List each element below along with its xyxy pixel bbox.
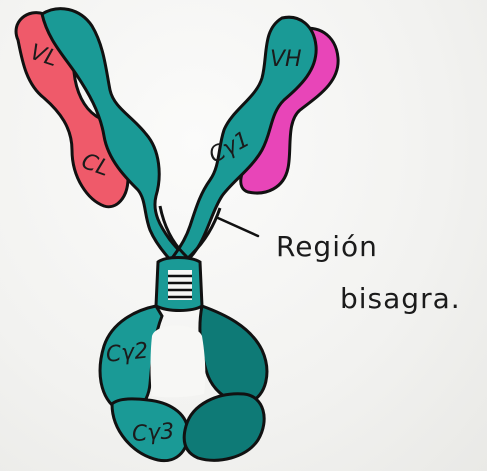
heavy-chain-left: [42, 9, 192, 268]
fc-inner-gap: [151, 326, 206, 398]
hinge-pointer-line: [218, 218, 258, 236]
fc-domain-cy3-right: [184, 394, 264, 460]
annotation-line-1: Región: [276, 230, 378, 263]
label-cy3: Cγ3: [131, 419, 175, 447]
hinge-gap: [168, 270, 192, 300]
label-vh: VH: [270, 47, 302, 72]
annotation-line-2: bisagra.: [340, 282, 461, 315]
fc-domain-cy2-right: [200, 306, 267, 403]
label-cy2: Cγ2: [105, 339, 150, 368]
